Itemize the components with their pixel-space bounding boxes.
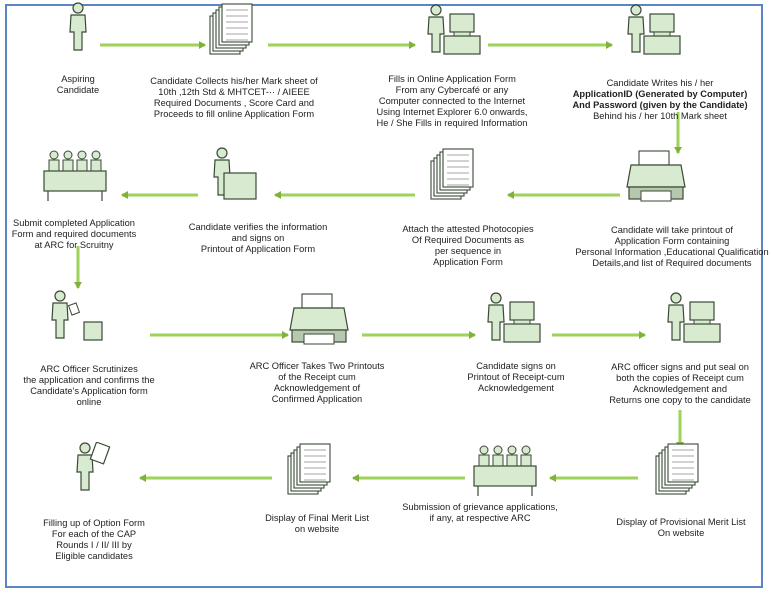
step-16-text-line: Filling up of Option Form — [43, 518, 145, 528]
computer-user-icon — [478, 290, 542, 351]
meeting-icon — [472, 442, 538, 503]
step-15-text-line: on website — [294, 524, 340, 534]
desk-person-icon — [202, 147, 258, 208]
step-10-text-line: of the Receipt cum — [278, 372, 356, 382]
step-10-text-line: ARC Officer Takes Two Printouts — [249, 361, 385, 371]
printer-icon — [288, 290, 352, 351]
computer-user-icon — [418, 2, 482, 63]
step-4-text-line: And Password (given by the Candidate) — [572, 100, 748, 110]
step-7-text-line: and signs on — [231, 233, 285, 243]
step-3-text-line: Computer connected to the Internet — [378, 96, 526, 106]
step-3-text-line: From any Cybercafé or any — [395, 85, 509, 95]
step-11-text-line: Printout of Receipt-cum — [467, 372, 565, 382]
step-11-text-line: Acknowledgement — [478, 383, 554, 393]
step-13-text-line: Display of Provisional Merit List — [616, 517, 746, 527]
step-2-text-line: Required Documents , Score Card and — [153, 98, 315, 108]
step-4-text-line: ApplicationID (Generated by Computer) — [572, 89, 748, 99]
documents-icon — [284, 442, 336, 503]
step-9-text-line: Candidate's Application form — [30, 386, 148, 396]
step-6-text-line: Of Required Documents as — [411, 235, 525, 245]
step-1-text-line: Aspiring — [61, 74, 95, 84]
step-12-text-line: ARC officer signs and put seal on — [611, 362, 749, 372]
step-6-text-line: Application Form — [433, 257, 503, 267]
printer-icon — [625, 147, 689, 208]
step-16-text-line: Rounds I / II/ III by — [56, 540, 132, 550]
officer-scrutiny-icon — [42, 290, 108, 351]
step-7-text-line: Candidate verifies the information — [188, 222, 328, 232]
step-13-text-line: On website — [657, 528, 705, 538]
step-14-label: Submission of grievance applications,if … — [402, 502, 558, 524]
step-2-label: Candidate Collects his/her Mark sheet of… — [150, 76, 317, 120]
step-6-text-line: per sequence in — [434, 246, 502, 256]
step-6-text-line: Attach the attested Photocopies — [402, 224, 534, 234]
step-14-text-line: Submission of grievance applications, — [402, 502, 558, 512]
step-3-text-line: Using Internet Explorer 6.0 onwards, — [376, 107, 528, 117]
computer-user-icon — [658, 290, 722, 351]
computer-user-icon — [618, 2, 682, 63]
step-2-text-line: Proceeds to fill online Application Form — [153, 109, 315, 119]
person-icon — [58, 2, 98, 63]
step-5-text-line: Application Form containing — [614, 236, 730, 246]
step-4-text-line: Behind his / her 10th Mark sheet — [593, 111, 727, 121]
step-15-text-line: Display of Final Merit List — [265, 513, 369, 523]
step-5-text-line: Details,and list of Required documents — [592, 258, 752, 268]
step-10-text-line: Acknowledgement of — [273, 383, 361, 393]
step-3-text-line: He / She Fills in required Information — [376, 118, 528, 128]
step-8-text-line: at ARC for Scruitny — [34, 240, 114, 250]
documents-icon — [652, 442, 704, 503]
step-2-text-line: Candidate Collects his/her Mark sheet of — [150, 76, 318, 86]
documents-icon — [206, 2, 258, 63]
step-4-text-line: Candidate Writes his / her — [606, 78, 714, 88]
person-form-icon — [67, 441, 113, 503]
step-11-text-line: Candidate signs on — [476, 361, 556, 371]
flowchart-frame — [5, 4, 763, 588]
step-12-text-line: both the copies of Receipt cum — [616, 373, 744, 383]
step-5-text-line: Candidate will take printout of — [611, 225, 733, 235]
step-9-text-line: online — [76, 397, 102, 407]
step-2-text-line: 10th ,12th Std & MHTCET-·· / AIEEE — [158, 87, 310, 97]
step-12-text-line: Acknowledgement and — [632, 384, 728, 394]
step-16-text-line: For each of the CAP — [51, 529, 137, 539]
step-3-text-line: Fills in Online Application Form — [388, 74, 516, 84]
step-9-text-line: the application and confirms the — [23, 375, 155, 385]
step-14-text-line: if any, at respective ARC — [429, 513, 531, 523]
step-8-text-line: Form and required documents — [11, 229, 137, 239]
step-1-text-line: Candidate — [56, 85, 100, 95]
step-16-text-line: Eligible candidates — [55, 551, 133, 561]
documents-icon — [427, 147, 479, 208]
step-9-text-line: ARC Officer Scrutinizes — [40, 364, 138, 374]
step-10-text-line: Confirmed Application — [271, 394, 363, 404]
step-7-text-line: Printout of Application Form — [200, 244, 316, 254]
step-5-text-line: Personal Information ,Educational Qualif… — [575, 247, 769, 257]
step-8-text-line: Submit completed Application — [13, 218, 135, 228]
step-12-text-line: Returns one copy to the candidate — [609, 395, 751, 405]
meeting-icon — [42, 147, 108, 208]
